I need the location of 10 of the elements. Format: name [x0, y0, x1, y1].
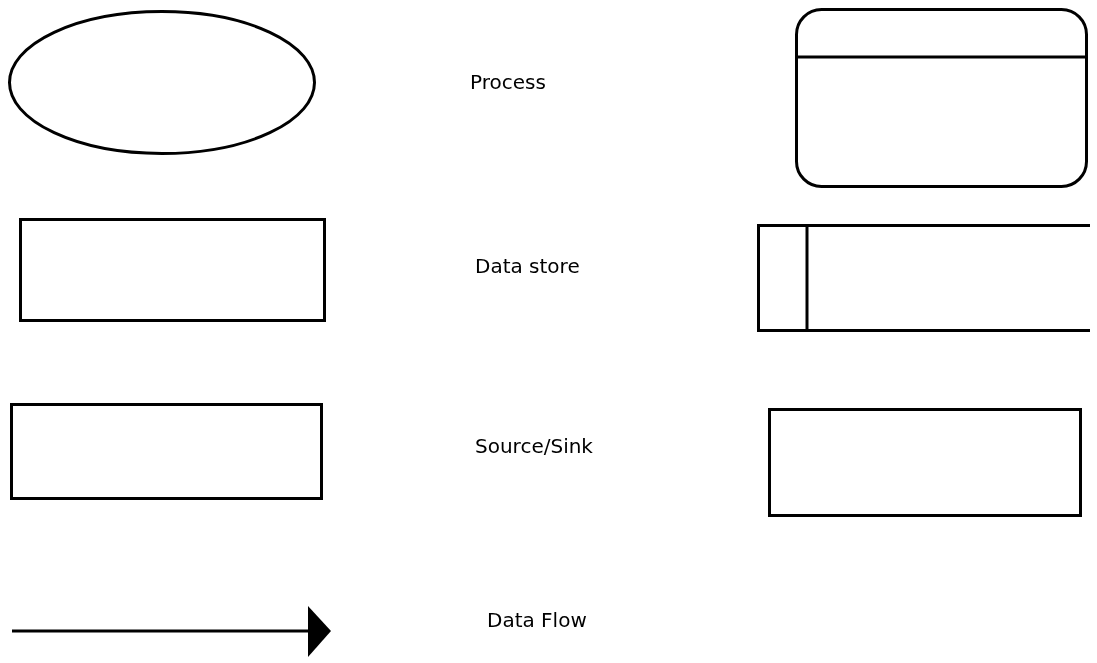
source-sink-box — [768, 408, 1082, 517]
data-store-box — [19, 218, 326, 322]
symbol-label: Process — [470, 70, 546, 94]
symbol-label: Source/Sink — [475, 434, 593, 458]
data-store-open-box — [757, 224, 1090, 332]
process-ellipse — [8, 10, 316, 155]
process-rounded-box — [795, 8, 1088, 188]
symbol-label: Data store — [475, 254, 580, 278]
source-sink-box — [10, 403, 323, 500]
symbol-label: Data Flow — [487, 608, 587, 632]
